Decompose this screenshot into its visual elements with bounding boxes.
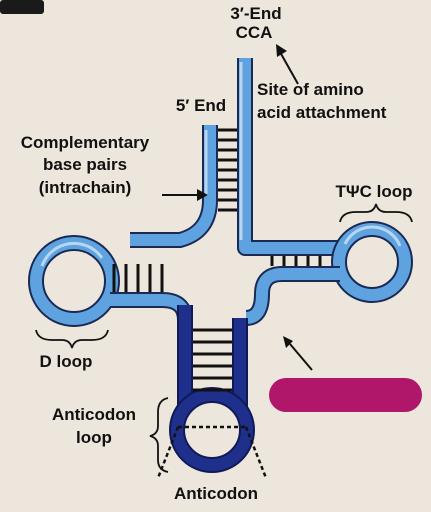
label-d-loop: D loop	[40, 352, 93, 371]
label-5-end: 5′ End	[176, 96, 226, 115]
redaction-mark	[269, 378, 422, 412]
d-loop	[28, 235, 120, 327]
label-site-line2: acid attachment	[257, 103, 387, 122]
corner-tab	[0, 0, 44, 14]
label-anticodon: Anticodon	[174, 484, 258, 503]
arrow-complementary-base-pairs	[162, 189, 208, 201]
label-cca: CCA	[236, 23, 273, 42]
label-anticodon-loop-line2: loop	[76, 428, 112, 447]
acceptor-strand-5prime	[130, 125, 218, 248]
d-stem	[110, 292, 193, 321]
label-complementary-line2: base pairs	[43, 155, 127, 174]
anticodon-arm	[169, 305, 255, 473]
anticodon-loop-bracket	[149, 397, 169, 473]
acceptor-strand-3prime	[237, 58, 338, 256]
anticodon-base-pairs	[193, 328, 232, 392]
tpsic-loop-bracket	[339, 203, 413, 223]
label-anticodon-loop-line1: Anticodon	[52, 405, 136, 424]
label-site-line1: Site of amino	[257, 80, 364, 99]
tpsic-base-pairs	[270, 256, 322, 266]
d-loop-bracket	[35, 329, 109, 349]
tpsic-loop	[331, 221, 413, 303]
label-complementary-line3: (intrachain)	[39, 178, 132, 197]
arrow-site-of-attachment	[276, 44, 299, 85]
d-base-pairs	[112, 264, 164, 292]
label-complementary-line1: Complementary	[21, 133, 150, 152]
tpsic-stem-lower	[245, 266, 340, 326]
label-tpsic-loop: TΨC loop	[335, 182, 412, 201]
arrow-to-junction	[283, 336, 313, 371]
label-3-end: 3′-End	[230, 4, 281, 23]
acceptor-base-pairs	[218, 128, 237, 212]
